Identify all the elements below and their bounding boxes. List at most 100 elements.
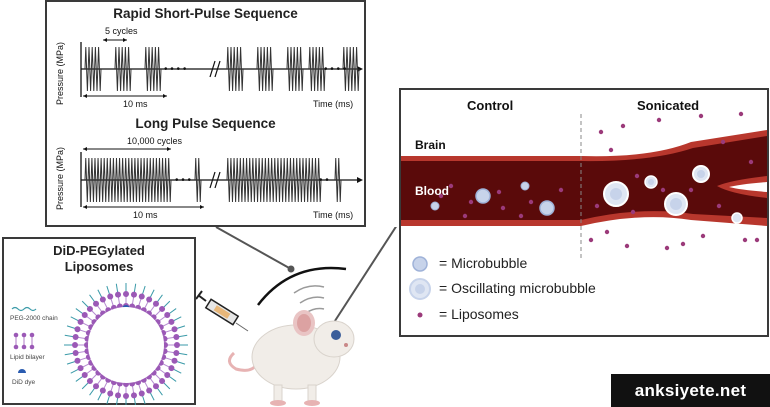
liposome-title-line2: Liposomes — [64, 259, 134, 274]
lipid-head — [138, 293, 145, 300]
liposome-dot — [608, 147, 614, 153]
peg-chain — [133, 397, 137, 405]
liposome-dot — [624, 243, 630, 249]
lipid-head — [152, 383, 159, 390]
lipid-head — [99, 296, 106, 303]
liposome-dot — [700, 233, 706, 239]
liposome-core — [88, 307, 164, 383]
peg-chain — [168, 375, 177, 382]
peg-chain — [81, 300, 89, 308]
dots-bottom-2: • • — [319, 175, 329, 186]
lipid-head — [146, 387, 153, 394]
liposome-dot — [664, 245, 670, 251]
legend-microbubble: = Microbubble — [439, 255, 528, 271]
pulse-burst — [226, 46, 244, 92]
rapid-pulse-title: Rapid Short-Pulse Sequence — [113, 6, 298, 21]
legend-microbubble-icon — [412, 256, 428, 272]
legend-liposome-icon — [417, 312, 423, 318]
lipid-head — [159, 378, 166, 385]
dots-top-2: • • • • — [324, 64, 347, 75]
pulse-burst — [342, 46, 360, 92]
pulse-burst — [84, 157, 172, 203]
liposome-dot — [742, 237, 748, 243]
liposome-dot — [634, 173, 640, 179]
lipid-head — [164, 371, 171, 378]
legend-oscillating: = Oscillating microbubble — [439, 280, 596, 296]
peg-chain — [75, 375, 84, 382]
peg-chain — [168, 308, 177, 315]
lipid-head — [168, 318, 175, 325]
liposome-dot — [598, 129, 604, 135]
liposome-title-line1: DiD-PEGylated — [53, 243, 145, 258]
vessel-lumen — [401, 136, 767, 220]
liposome-dot — [604, 229, 610, 235]
peg-chain — [163, 382, 171, 390]
peg-chain — [70, 368, 80, 374]
short-pulse-bursts — [84, 46, 360, 92]
did-dye-icon — [18, 369, 26, 373]
dots-bottom-1: • • • — [175, 175, 192, 186]
lipid-head — [81, 371, 88, 378]
peg-chain — [115, 397, 119, 405]
liposome-dot — [448, 183, 454, 189]
lipid-head — [77, 365, 84, 372]
liposome-dot — [754, 237, 760, 243]
lipid-head — [130, 291, 137, 298]
liposome-dot — [588, 237, 594, 243]
oscillating-bubbles — [603, 165, 743, 224]
lipid-head — [74, 357, 81, 364]
lipid-head — [146, 296, 153, 303]
connector-line-left — [215, 227, 292, 270]
pulse-burst — [226, 157, 322, 203]
lipid-head — [171, 326, 178, 333]
peg-chain — [133, 283, 137, 293]
lipid-head — [86, 305, 93, 312]
long-pulse-title: Long Pulse Sequence — [135, 116, 276, 131]
peg-chain — [156, 294, 163, 303]
legend-liposomes: = Liposomes — [439, 306, 519, 322]
lipid-head — [173, 349, 180, 356]
peg-chain — [66, 360, 76, 365]
peg-chain — [64, 334, 74, 338]
microbubbles-control — [430, 181, 555, 216]
x-axis-label-bottom: Time (ms) — [313, 210, 354, 220]
liposome-dot — [620, 123, 626, 129]
dye-label: DiD dye — [12, 379, 36, 386]
peg-chain — [149, 391, 155, 401]
pulse-sequence-panel: Rapid Short-Pulse Sequence 5 cycles Pres… — [45, 0, 366, 227]
lipid-head — [164, 312, 171, 319]
peg-chain — [106, 285, 111, 295]
lipid-head — [72, 342, 78, 348]
vessel-diagram — [401, 111, 767, 318]
peg-chain — [163, 300, 171, 308]
x-arrow-bottom — [357, 177, 363, 183]
lipid-head — [74, 326, 81, 333]
peg-chain — [97, 391, 103, 401]
peg-chain — [149, 289, 155, 299]
peg-chain — [176, 325, 186, 330]
peg-chain — [141, 285, 146, 295]
lipid-head — [173, 334, 180, 341]
peg-chain — [89, 387, 96, 396]
mouse-icon — [228, 310, 355, 406]
peg-label: PEG-2000 chain — [10, 315, 58, 322]
lipid-head — [171, 357, 178, 364]
lipid-head — [72, 334, 79, 341]
pulse-burst — [334, 157, 342, 203]
lipid-head — [93, 300, 100, 307]
peg-chain — [172, 316, 182, 322]
lipid-head — [130, 392, 137, 399]
liposome-dot — [630, 209, 636, 215]
liposome-dot — [528, 199, 534, 205]
liposome-dot — [438, 193, 444, 199]
peg-chain — [115, 283, 119, 293]
liposome-title: DiD-PEGylated Liposomes — [4, 243, 194, 275]
pulse-burst — [194, 157, 202, 203]
liposome-dot — [738, 111, 744, 117]
lipid-head — [174, 342, 180, 348]
peg-chain — [172, 368, 182, 374]
vessel-panel: Control Sonicated — [399, 88, 769, 337]
liposome-dot — [680, 241, 686, 247]
liposome-dot — [660, 187, 666, 193]
peg-chain — [176, 360, 186, 365]
